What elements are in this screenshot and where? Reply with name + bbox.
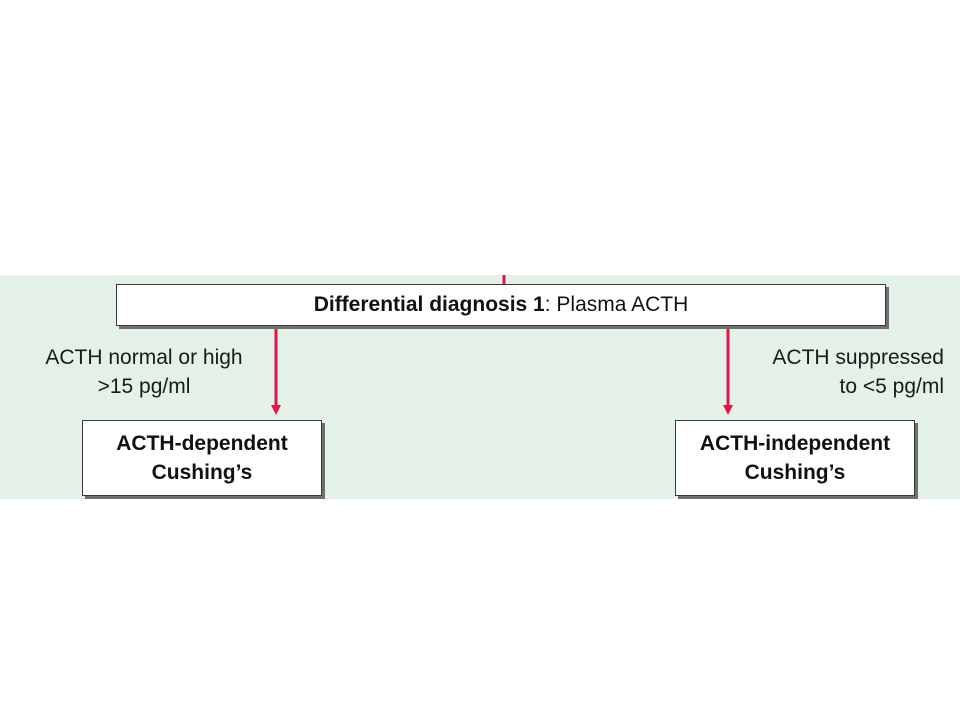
differential-diagnosis-box: Differential diagnosis 1: Plasma ACTH xyxy=(116,284,886,326)
acth-independent-line-1: ACTH-independent xyxy=(699,432,891,455)
right-condition-line-2: to <5 pg/ml xyxy=(839,375,944,398)
left-condition-line-2: >15 pg/ml xyxy=(97,375,191,398)
left-condition-line-1: ACTH normal or high xyxy=(45,346,243,369)
right-condition-line-1: ACTH suppressed xyxy=(772,346,944,369)
acth-independent-line-2: Cushing’s xyxy=(744,461,846,484)
differential-diagnosis-subject: : Plasma ACTH xyxy=(544,293,689,316)
acth-dependent-line-1: ACTH-dependent xyxy=(116,432,288,455)
right-branch-condition: ACTH suppressed to <5 pg/ml xyxy=(738,343,944,401)
acth-independent-box: ACTH-independent Cushing’s xyxy=(675,420,915,496)
differential-diagnosis-title: Differential diagnosis 1 xyxy=(313,293,545,316)
left-branch-condition: ACTH normal or high >15 pg/ml xyxy=(24,343,264,401)
acth-dependent-line-2: Cushing’s xyxy=(151,461,253,484)
acth-dependent-box: ACTH-dependent Cushing’s xyxy=(82,420,322,496)
